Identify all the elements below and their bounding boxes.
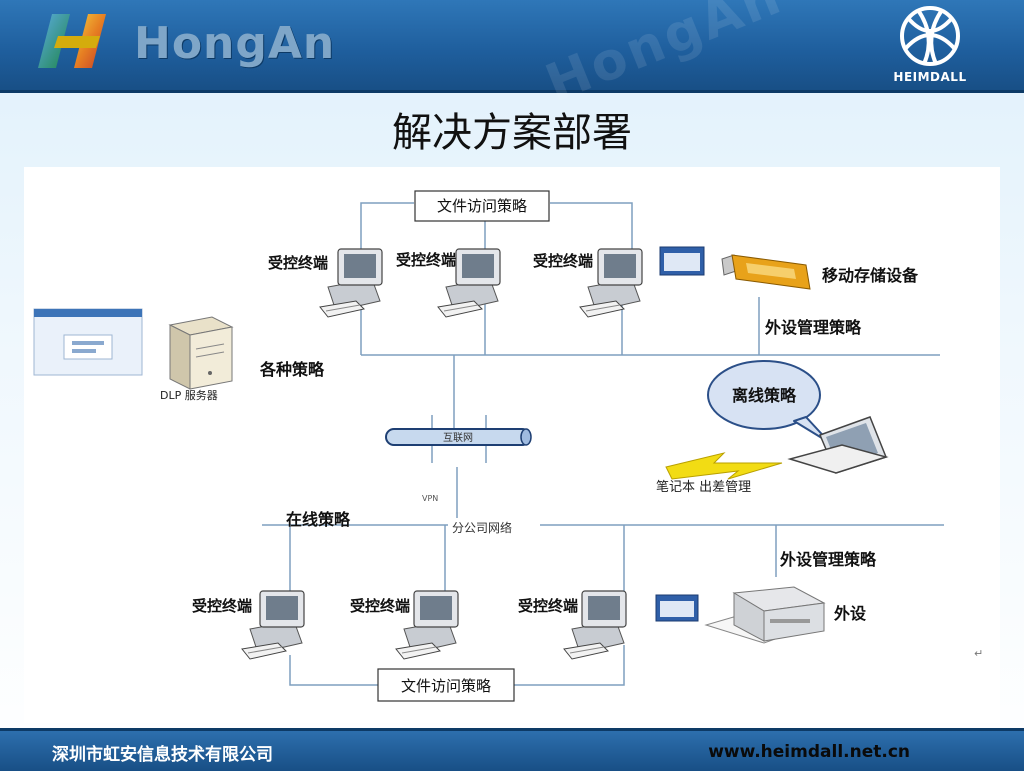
internet-pipe [385,428,532,446]
footer-bar: 深圳市虹安信息技术有限公司 www.heimdall.net.cn [0,728,1024,771]
deployment-diagram: 文件访问策略 受控终端 受控终端 受控终端 移动存储设备 外设管理策略 [33,190,983,702]
usb-drive-icon [721,254,811,290]
laptop-icon [787,416,889,474]
heimdall-globe-icon [900,6,960,66]
usb-label: 移动存储设备 [822,266,919,285]
peripheral-policy-top-label: 外设管理策略 [764,318,862,337]
bottom-terminal-label: 受控终端 [192,597,252,615]
top-terminal-label: 受控终端 [396,251,456,269]
printer-icon [704,586,826,644]
bottom-terminal-label: 受控终端 [518,597,578,615]
top-terminal-pc-icon [319,248,383,318]
page-title: 解决方案部署 [392,110,632,156]
console-screenshot [33,308,143,376]
top-terminal-label: 受控终端 [533,252,593,270]
return-mark-icon: ↵ [974,647,983,660]
peripheral-policy-bottom-label: 外设管理策略 [779,550,877,569]
server-label: DLP 服务器 [160,389,218,402]
brand-name: HongAn [134,18,336,69]
online-policy-label: 在线策略 [286,510,351,529]
top-terminal-label: 受控终端 [268,254,328,272]
laptop-label: 笔记本 出差管理 [656,479,751,495]
policies-label: 各种策略 [259,360,325,379]
printer-label: 外设 [833,604,867,623]
header-bar: HongAn HongAn HEIMDALL [0,0,1024,114]
brand-watermark: HongAn [537,0,791,115]
company-name: 深圳市虹安信息技术有限公司 [52,745,273,765]
heimdall-logo: HEIMDALL [880,4,980,88]
offline-bubble-label: 离线策略 [732,386,797,405]
branch-network-label: 分公司网络 [452,520,512,535]
bottom-network-lines [262,524,944,686]
hongan-logo-icon [38,14,106,68]
diagram-panel: 文件访问策略 受控终端 受控终端 受控终端 移动存储设备 外设管理策略 [24,167,1000,723]
lightning-icon [665,452,783,480]
top-policy-box-label: 文件访问策略 [437,197,527,215]
internet-label: 互联网 [443,432,473,444]
server-icon [168,316,234,390]
heimdall-label: HEIMDALL [893,70,967,84]
website-link[interactable]: www.heimdall.net.cn [708,742,910,762]
bottom-policy-box-label: 文件访问策略 [401,677,491,695]
vpn-label: VPN [422,494,438,503]
bottom-terminal-label: 受控终端 [350,597,410,615]
